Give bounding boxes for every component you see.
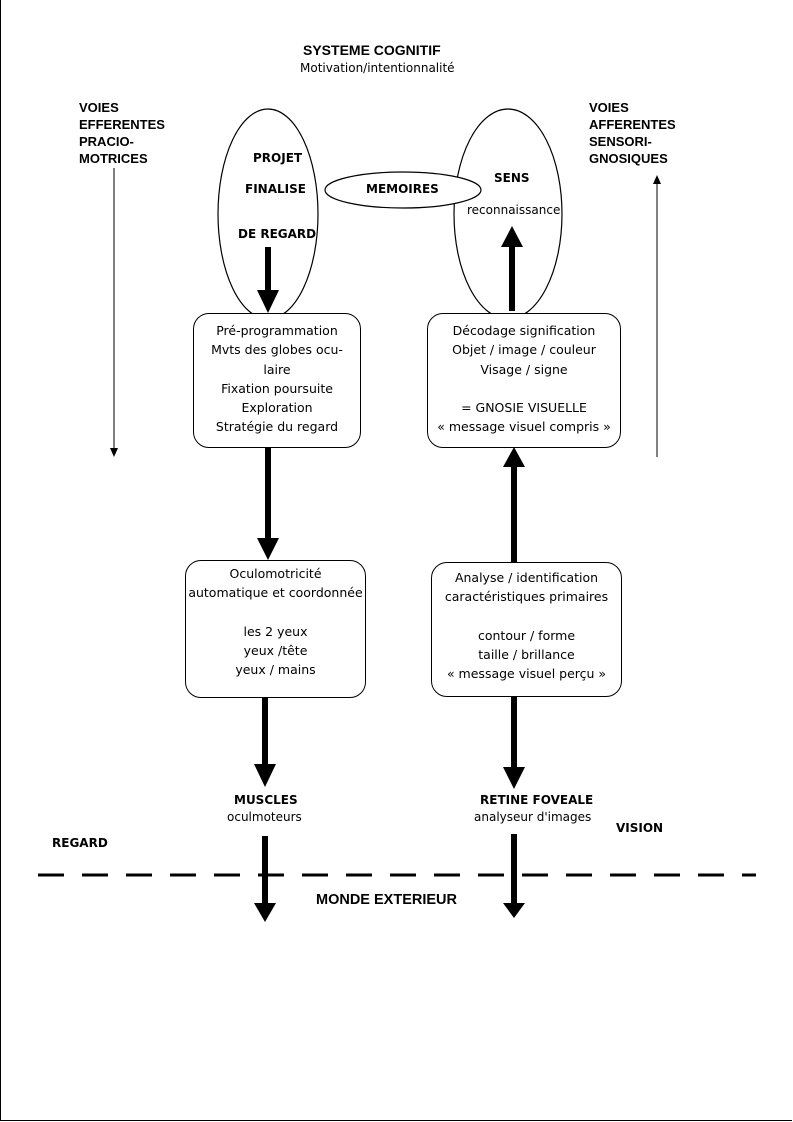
box-line: Visage / signe (480, 361, 568, 377)
ellipse-memoires (324, 171, 482, 209)
right-side-line: GNOSIQUES (589, 151, 668, 166)
box-line: caractéristiques primaires (444, 589, 609, 605)
box-line: Mvts des globes ocu- (211, 342, 343, 358)
box-line (186, 603, 365, 622)
memoires-label: MEMOIRES (366, 182, 439, 196)
box-line: les 2 yeux (243, 623, 308, 639)
left-side-line: VOIES (79, 100, 119, 115)
arrow-retine-to-monde (503, 834, 525, 918)
oculmoteurs-label: oculmoteurs (227, 810, 302, 824)
de-regard-label: DE REGARD (238, 227, 317, 241)
finalise-label: FINALISE (245, 182, 306, 196)
box-line: « message visuel compris » (437, 419, 611, 435)
arrow-preprog-to-oculo (257, 448, 279, 560)
box-line: Oculomotricité (229, 566, 322, 581)
arrow-oculo-to-muscles (254, 698, 276, 787)
monde-exterieur-label: MONDE EXTERIEUR (316, 892, 457, 908)
arrow-muscles-to-monde (254, 836, 276, 922)
muscles-label: MUSCLES (234, 793, 298, 807)
right-side-label: VOIES AFFERENTES SENSORI- GNOSIQUES (589, 99, 676, 167)
box-line: yeux /tête (243, 642, 308, 658)
box-analyse: Analyse / identification caractéristique… (431, 562, 622, 697)
box-line: laire (263, 361, 291, 377)
right-side-line: VOIES (589, 100, 629, 115)
box-line (432, 607, 621, 626)
arrow-analyse-to-retine (503, 697, 525, 789)
diagram-title: SYSTEME COGNITIF (303, 42, 441, 58)
box-line: contour / forme (477, 627, 576, 643)
box-line: taille / brillance (478, 646, 575, 662)
arrow-projet-to-preprog (257, 247, 279, 313)
arrow-decodage-to-sens (501, 226, 523, 311)
box-line: Analyse / identification (454, 570, 599, 585)
box-line: Stratégie du regard (215, 419, 339, 435)
box-line: = GNOSIE VISUELLE (461, 399, 587, 415)
sens-label: SENS (494, 171, 530, 185)
box-line (428, 379, 620, 398)
left-side-label: VOIES EFFERENTES PRACIO- MOTRICES (79, 99, 165, 167)
box-oculomotricite: Oculomotricité automatique et coordonnée… (185, 560, 366, 698)
box-line: Fixation poursuite (221, 380, 333, 396)
arrow-analyse-to-decodage (503, 447, 525, 562)
retine-label: RETINE FOVEALE (480, 793, 594, 807)
vision-label: VISION (616, 821, 664, 835)
box-line: « message visuel perçu » (446, 666, 607, 682)
box-preprogrammation: Pré-programmation Mvts des globes ocu- l… (193, 313, 361, 448)
reconnaissance-label: reconnaissance (467, 203, 561, 217)
box-decodage: Décodage signification Objet / image / c… (427, 313, 621, 448)
box-line: automatique et coordonnée (188, 585, 363, 601)
box-line: Exploration (241, 400, 313, 416)
diagram-subtitle: Motivation/intentionnalité (300, 61, 455, 75)
box-line: Pré-programmation (216, 323, 338, 338)
analyseur-label: analyseur d'images (474, 810, 592, 824)
box-line: Décodage signification (452, 323, 596, 338)
box-line: Objet / image / couleur (452, 342, 596, 358)
left-side-line: MOTRICES (79, 151, 148, 166)
left-side-line: PRACIO- (79, 134, 134, 149)
box-line: yeux / mains (235, 662, 316, 678)
right-side-line: SENSORI- (589, 134, 652, 149)
left-side-line: EFFERENTES (79, 117, 165, 132)
regard-label: REGARD (52, 836, 108, 850)
projet-label: PROJET (253, 151, 303, 165)
right-side-line: AFFERENTES (589, 117, 676, 132)
